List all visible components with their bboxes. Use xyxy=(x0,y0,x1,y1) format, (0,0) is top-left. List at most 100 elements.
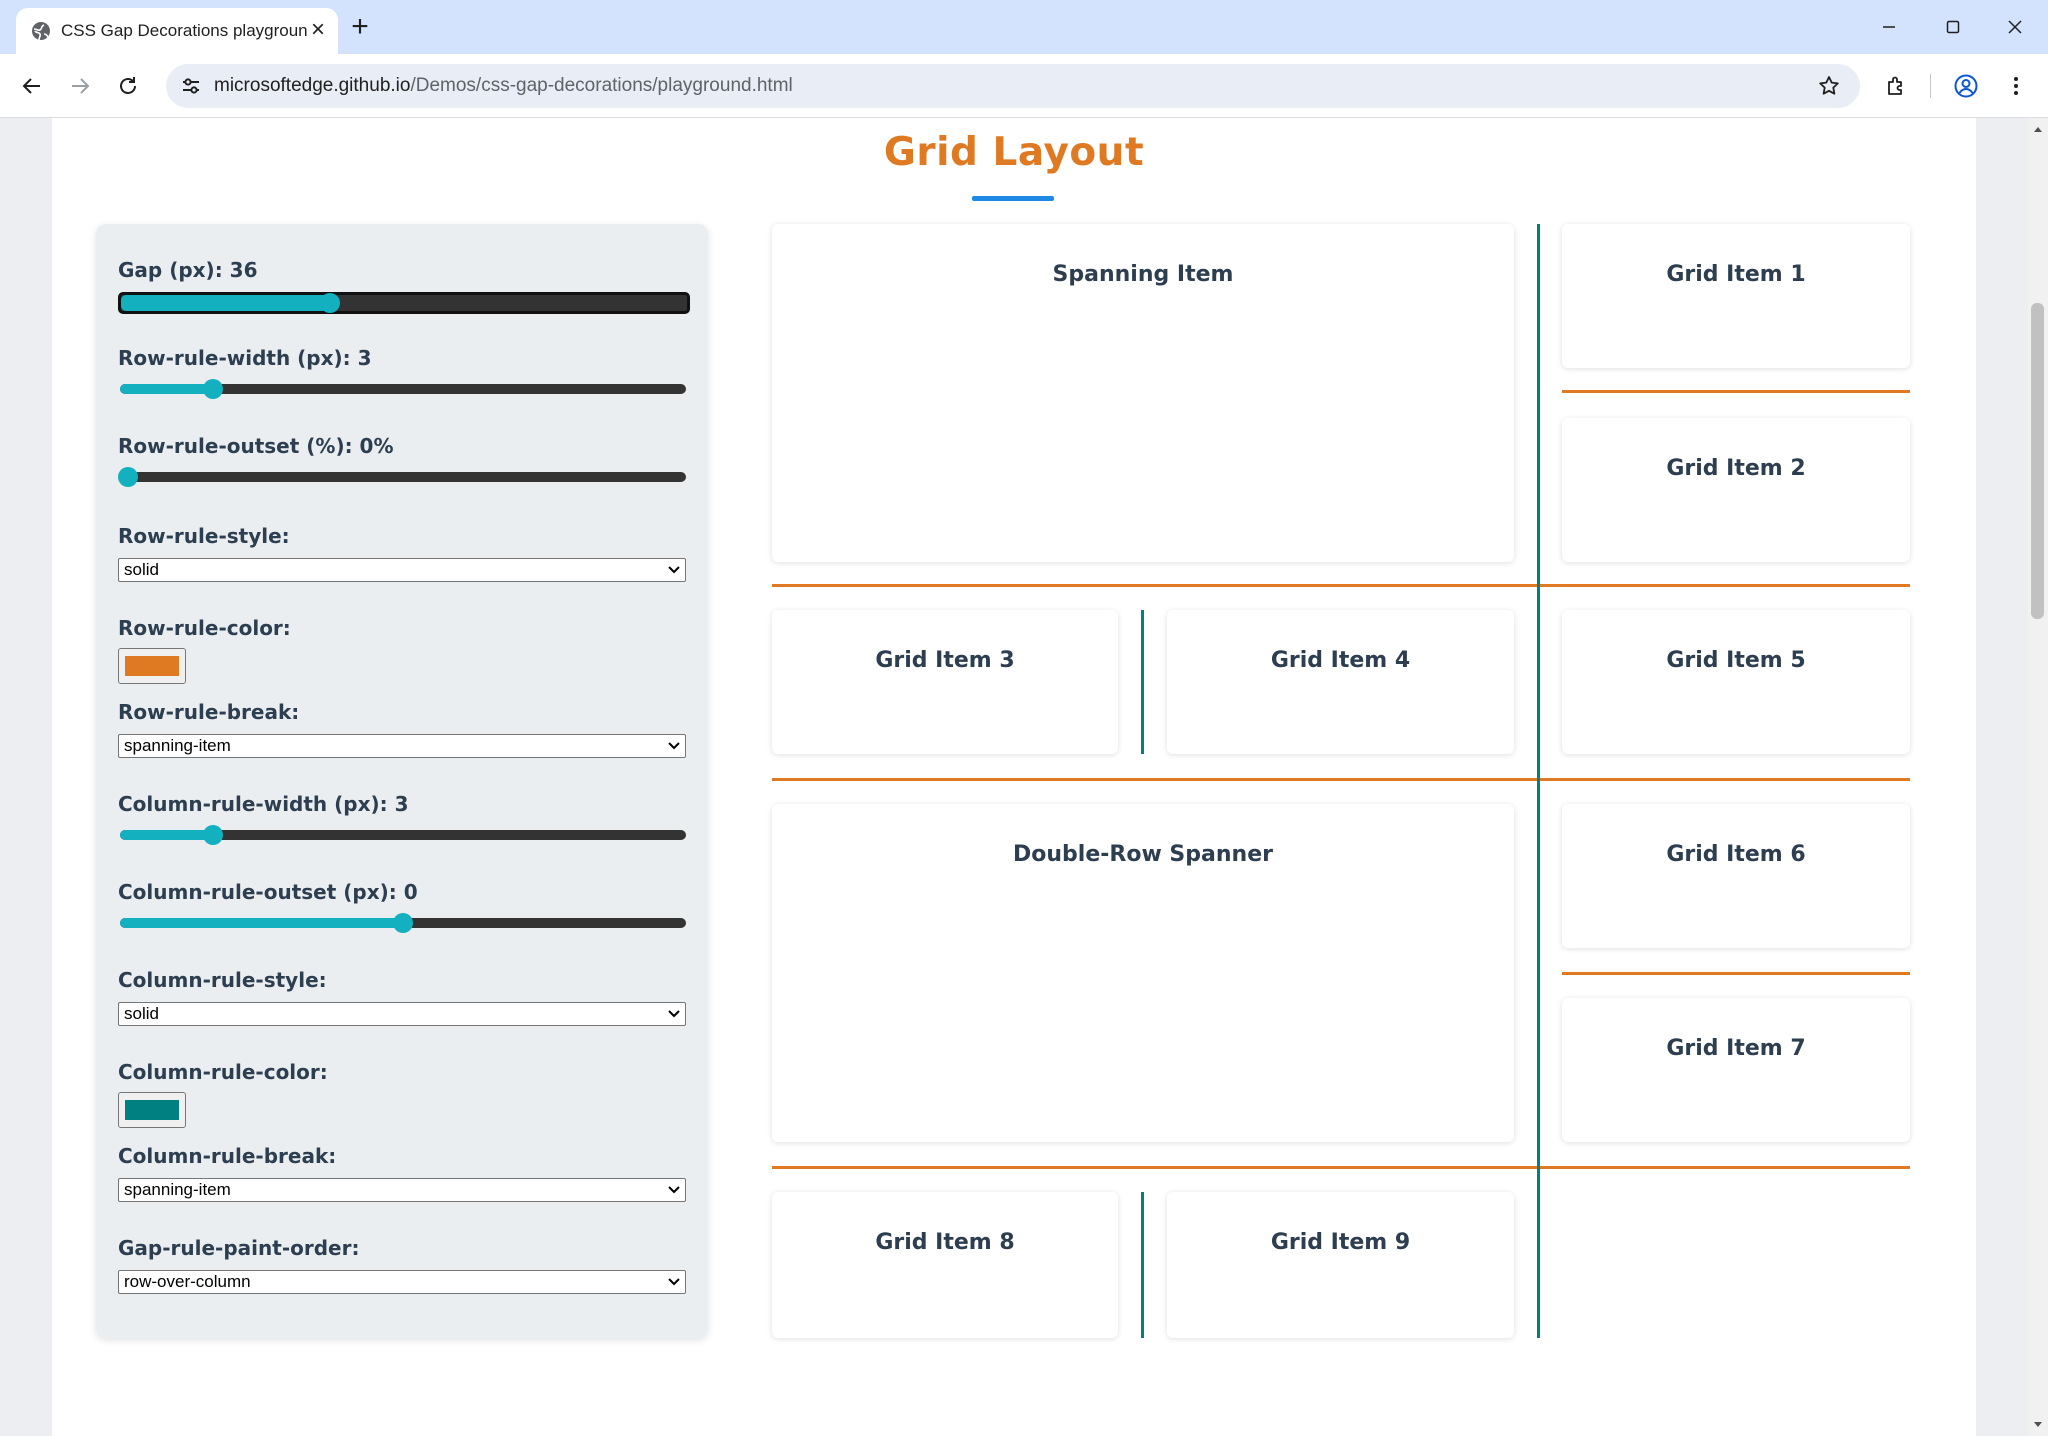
row-rule-width-slider-thumb[interactable] xyxy=(203,379,224,399)
column-rule-outset-slider-thumb[interactable] xyxy=(393,913,413,933)
url-path: /Demos/css-gap-decorations/playground.ht… xyxy=(410,75,793,96)
column-rule-color-swatch xyxy=(125,1100,179,1120)
grid-item-1: Grid Item 1 xyxy=(1562,224,1910,368)
browser-tab[interactable]: CSS Gap Decorations playgroun × xyxy=(16,8,338,54)
column-rule-width-label: Column-rule-width (px): 3 xyxy=(118,792,409,816)
column-rule xyxy=(1537,224,1540,1338)
column-rule-color-label: Column-rule-color: xyxy=(118,1060,328,1084)
gap-slider-thumb[interactable] xyxy=(320,293,341,313)
row-rule-width-slider[interactable] xyxy=(120,379,686,399)
row-rule-break-select[interactable]: spanning-item xyxy=(118,734,686,758)
gap-label: Gap (px): 36 xyxy=(118,258,258,282)
row-rule-width-slider-fill xyxy=(120,384,214,394)
reload-icon[interactable] xyxy=(110,68,146,104)
gap-slider-fill xyxy=(121,295,331,311)
column-rule xyxy=(1141,1192,1144,1338)
column-rule-width-slider[interactable] xyxy=(120,825,686,845)
minimize-icon[interactable] xyxy=(1858,0,1920,54)
title-underline xyxy=(972,196,1054,201)
row-rule-outset-label: Row-rule-outset (%): 0% xyxy=(118,434,394,458)
column-rule-outset-label: Column-rule-outset (px): 0 xyxy=(118,880,418,904)
grid-item-label: Grid Item 9 xyxy=(1270,1230,1411,1255)
tab-title: CSS Gap Decorations playgroun xyxy=(61,21,307,40)
grid-item-label: Grid Item 3 xyxy=(875,648,1015,673)
chevron-down-icon xyxy=(668,566,680,574)
chevron-down-icon xyxy=(668,1010,680,1018)
grid-spanning-item: Spanning Item xyxy=(772,224,1514,562)
row-rule-break-label: Row-rule-break: xyxy=(118,700,300,724)
url-text[interactable]: microsoftedge.github.io/Demos/css-gap-de… xyxy=(214,75,793,97)
page-title: Grid Layout xyxy=(883,130,1145,175)
close-icon[interactable]: × xyxy=(310,16,325,43)
grid-item-label: Grid Item 5 xyxy=(1666,648,1806,673)
column-rule-style-select[interactable]: solid xyxy=(118,1002,686,1026)
grid-item-3: Grid Item 3 xyxy=(772,610,1118,754)
grid-item-label: Double-Row Spanner xyxy=(1013,842,1273,867)
row-rule xyxy=(1562,972,1910,975)
grid-item-9: Grid Item 9 xyxy=(1167,1192,1514,1338)
star-icon[interactable] xyxy=(1814,71,1844,101)
window-close-icon[interactable] xyxy=(1984,0,2046,54)
column-rule xyxy=(1141,610,1144,754)
column-rule-color-picker[interactable] xyxy=(118,1092,186,1128)
address-bar[interactable]: microsoftedge.github.io/Demos/css-gap-de… xyxy=(166,64,1860,108)
grid-item-6: Grid Item 6 xyxy=(1562,804,1910,948)
grid-item-label: Grid Item 8 xyxy=(875,1230,1015,1255)
column-rule-style-value: solid xyxy=(124,1004,159,1023)
scroll-up-icon[interactable] xyxy=(2031,122,2045,136)
row-rule-outset-slider-thumb[interactable] xyxy=(118,467,139,487)
grid-item-label: Grid Item 2 xyxy=(1666,456,1806,481)
globe-icon xyxy=(30,20,52,42)
profile-icon[interactable] xyxy=(1948,68,1984,104)
column-rule-break-value: spanning-item xyxy=(124,1180,231,1199)
chevron-down-icon xyxy=(668,1186,680,1194)
grid-item-2: Grid Item 2 xyxy=(1562,418,1910,562)
chevron-down-icon xyxy=(668,1278,680,1286)
row-rule-style-label: Row-rule-style: xyxy=(118,524,290,548)
row-rule xyxy=(772,1166,1910,1169)
grid-double-row-spanner: Double-Row Spanner xyxy=(772,804,1514,1142)
plus-icon[interactable]: + xyxy=(351,10,369,43)
row-rule xyxy=(772,584,1910,587)
toolbar-divider xyxy=(1930,74,1931,98)
maximize-icon[interactable] xyxy=(1922,0,1984,54)
row-rule-outset-slider[interactable] xyxy=(118,467,686,487)
row-rule-style-value: solid xyxy=(124,560,159,579)
grid-item-label: Spanning Item xyxy=(1052,262,1234,287)
grid-item-4: Grid Item 4 xyxy=(1167,610,1514,754)
site-info-icon[interactable] xyxy=(176,71,206,101)
row-rule-color-label: Row-rule-color: xyxy=(118,616,291,640)
column-rule-outset-slider-fill xyxy=(120,918,403,928)
grid-item-label: Grid Item 6 xyxy=(1666,842,1806,867)
row-rule-break-value: spanning-item xyxy=(124,736,231,755)
row-rule-width-label: Row-rule-width (px): 3 xyxy=(118,346,372,370)
url-host: microsoftedge.github.io xyxy=(214,75,411,96)
grid-item-label: Grid Item 1 xyxy=(1666,262,1806,287)
extensions-icon[interactable] xyxy=(1878,68,1914,104)
column-rule-width-slider-thumb[interactable] xyxy=(203,825,224,845)
grid-item-label: Grid Item 4 xyxy=(1270,648,1411,673)
chevron-down-icon xyxy=(668,742,680,750)
column-rule-style-label: Column-rule-style: xyxy=(118,968,327,992)
column-rule-outset-slider[interactable] xyxy=(120,913,686,933)
grid-item-label: Grid Item 7 xyxy=(1666,1036,1806,1061)
column-rule-break-select[interactable]: spanning-item xyxy=(118,1178,686,1202)
tab-strip: CSS Gap Decorations playgroun × + xyxy=(0,0,2048,54)
page-viewport: Grid Layout Gap (px): 36 Row-rule-width … xyxy=(0,118,2028,1436)
row-rule-color-swatch xyxy=(125,656,179,676)
back-icon[interactable] xyxy=(14,68,50,104)
row-rule xyxy=(772,778,1910,781)
controls-panel: Gap (px): 36 Row-rule-width (px): 3 Row-… xyxy=(96,224,708,1338)
scrollbar-thumb[interactable] xyxy=(2031,303,2044,619)
grid-item-8: Grid Item 8 xyxy=(772,1192,1118,1338)
menu-icon[interactable] xyxy=(1998,68,2034,104)
scroll-down-icon[interactable] xyxy=(2031,1418,2045,1432)
gap-rule-paint-order-select[interactable]: row-over-column xyxy=(118,1270,686,1294)
column-rule-break-label: Column-rule-break: xyxy=(118,1144,337,1168)
forward-icon[interactable] xyxy=(62,68,98,104)
row-rule xyxy=(1562,390,1910,393)
row-rule-color-picker[interactable] xyxy=(118,648,186,684)
row-rule-style-select[interactable]: solid xyxy=(118,558,686,582)
grid-item-5: Grid Item 5 xyxy=(1562,610,1910,754)
gap-slider[interactable] xyxy=(118,292,690,314)
